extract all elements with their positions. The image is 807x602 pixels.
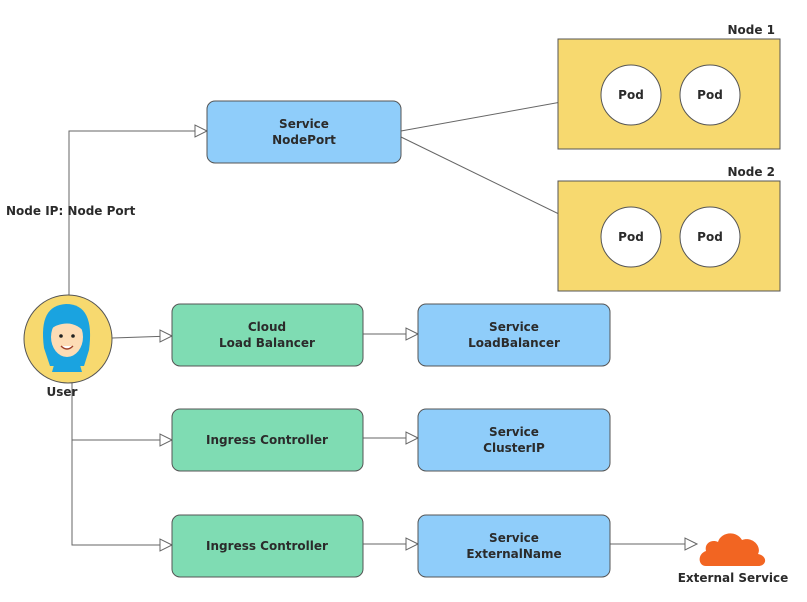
arrowhead-cloud-lb <box>159 329 174 343</box>
pod-label: Pod <box>697 230 723 244</box>
service-nodeport-box <box>206 100 402 164</box>
pod-circle <box>679 206 741 268</box>
service-nodeport-line1: Service <box>279 117 329 131</box>
arrowhead-service-lb <box>405 327 420 341</box>
arrowhead-external <box>684 537 699 551</box>
service-externalname-line2: ExternalName <box>466 547 561 561</box>
ingress-2-label: Ingress Controller <box>206 539 328 553</box>
node-1-label: Node 1 <box>727 23 775 37</box>
arrowhead-ingress2 <box>159 538 174 552</box>
external-service: External Service <box>678 533 789 585</box>
ingress-2-box <box>171 514 364 578</box>
ingress-1-label: Ingress Controller <box>206 433 328 447</box>
arrowhead-externalname <box>405 537 420 551</box>
service-loadbalancer: Service LoadBalancer <box>417 303 611 367</box>
arrowhead-clusterip <box>405 431 420 445</box>
service-nodeport-line2: NodePort <box>272 133 336 147</box>
service-externalname: Service ExternalName <box>417 514 611 578</box>
node-1: Node 1 Pod Pod <box>557 23 781 150</box>
user-avatar-icon <box>42 304 91 372</box>
user: User <box>23 294 113 399</box>
arrowhead-nodeport <box>194 124 209 138</box>
service-loadbalancer-box <box>417 303 611 367</box>
edge-user-to-ingress2 <box>71 440 172 546</box>
arrowhead-ingress1 <box>159 433 174 447</box>
ingress-controller-2: Ingress Controller <box>171 514 364 578</box>
node-2-box <box>557 180 781 292</box>
service-clusterip-line2: ClusterIP <box>483 441 545 455</box>
service-clusterip: Service ClusterIP <box>417 408 611 472</box>
ingress-controller-1: Ingress Controller <box>171 408 364 472</box>
service-externalname-box <box>417 514 611 578</box>
pod-label: Pod <box>697 88 723 102</box>
service-clusterip-line1: Service <box>489 425 539 439</box>
service-nodeport: Service NodePort <box>206 100 402 164</box>
service-externalname-line1: Service <box>489 531 539 545</box>
node-1-box <box>557 38 781 150</box>
cloud-load-balancer: Cloud Load Balancer <box>171 303 364 367</box>
cloud-lb-line1: Cloud <box>248 320 286 334</box>
node-ip-port-label: Node IP: Node Port <box>6 204 136 218</box>
pod-circle <box>600 206 662 268</box>
pod-circle <box>600 64 662 126</box>
pod-label: Pod <box>618 88 644 102</box>
ingress-1-box <box>171 408 364 472</box>
pod-circle <box>679 64 741 126</box>
cloud-lb-box <box>171 303 364 367</box>
pod-label: Pod <box>618 230 644 244</box>
user-label: User <box>47 385 78 399</box>
node-2: Node 2 Pod Pod <box>557 165 781 292</box>
cloud-icon <box>699 533 766 566</box>
service-loadbalancer-line1: Service <box>489 320 539 334</box>
service-loadbalancer-line2: LoadBalancer <box>468 336 560 350</box>
external-service-label: External Service <box>678 571 789 585</box>
service-clusterip-box <box>417 408 611 472</box>
cloud-lb-line2: Load Balancer <box>219 336 315 350</box>
edge-user-to-ingress1 <box>71 382 172 441</box>
node-2-label: Node 2 <box>727 165 775 179</box>
edge-user-to-nodeport <box>68 130 207 297</box>
